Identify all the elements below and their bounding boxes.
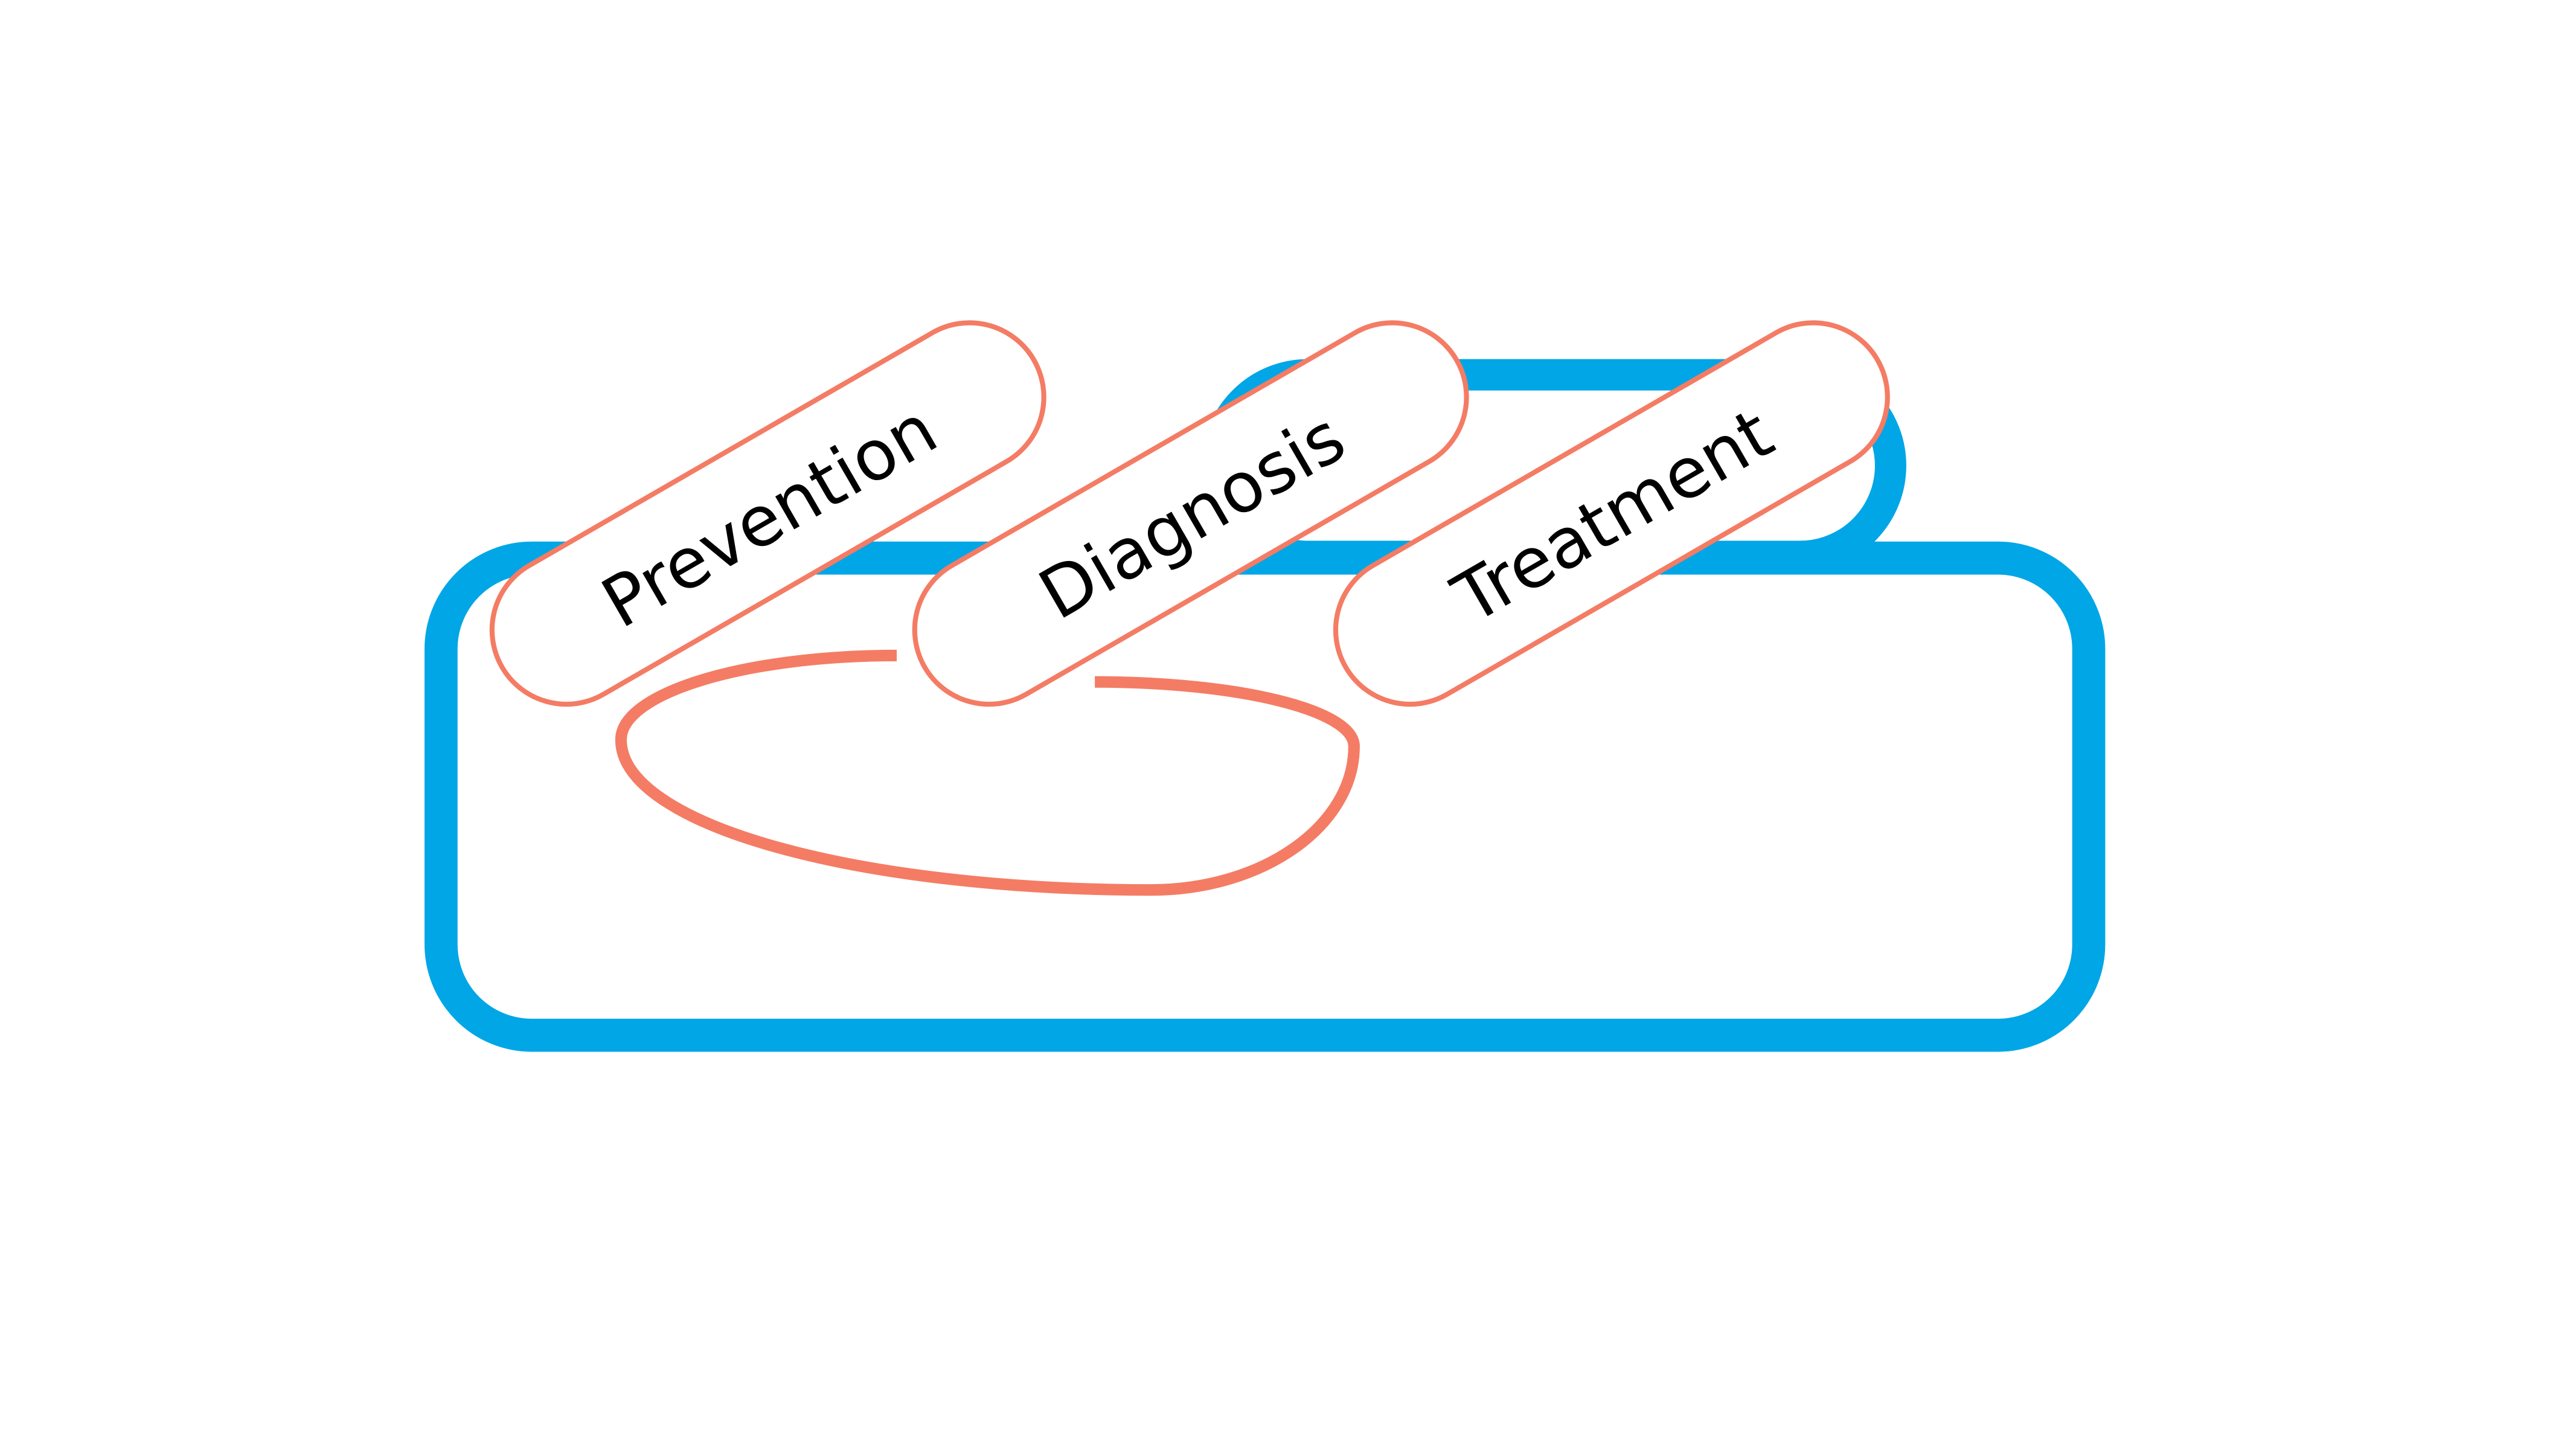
pill-shape (912, 320, 1469, 707)
pill-shape (1333, 320, 1890, 707)
pill-shape (489, 320, 1046, 707)
cycle-loop-line (615, 649, 1360, 896)
